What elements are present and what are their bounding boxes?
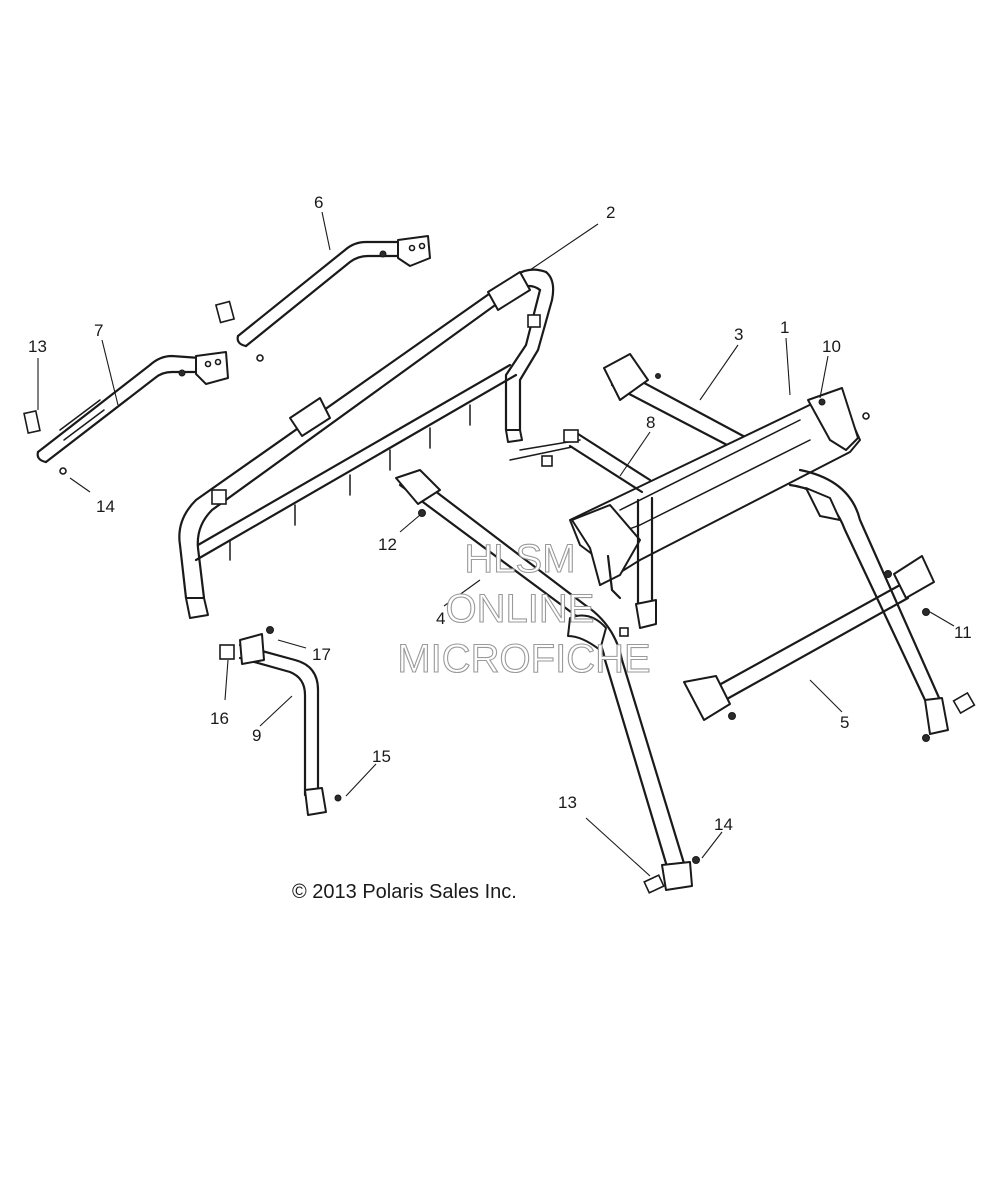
callout-5: 5	[840, 713, 849, 732]
callout-14-bottom: 14	[714, 815, 733, 834]
callout-16: 16	[210, 709, 229, 728]
callout-7: 7	[94, 321, 103, 340]
callouts: 6 2 3 1 10 7 13 14 8 12 4 11 5 17 16 9 1…	[28, 193, 972, 834]
callout-9: 9	[252, 726, 261, 745]
callout-2: 2	[606, 203, 615, 222]
part-8-front-brace	[541, 429, 657, 637]
bottom-hardware	[643, 856, 700, 894]
callout-17: 17	[312, 645, 331, 664]
copyright-text: © 2013 Polaris Sales Inc.	[292, 881, 517, 903]
watermark-line-2: ONLINE	[446, 587, 595, 631]
callout-11: 11	[954, 623, 972, 642]
watermark-line-1: HLSM	[464, 537, 575, 581]
part-right-pillar	[788, 468, 976, 742]
part-5-cross-bar	[683, 555, 935, 721]
watermark-line-3: MICROFICHE	[397, 637, 650, 681]
part-2-rear-frame	[178, 268, 555, 619]
callout-14-left: 14	[96, 497, 115, 516]
callout-13-bottom: 13	[558, 793, 577, 812]
part-6-upper-side-bar	[214, 235, 431, 362]
callout-3: 3	[734, 325, 743, 344]
part-9-lower-side-bar	[219, 626, 342, 816]
callout-13-left: 13	[28, 337, 47, 356]
watermark: HLSM ONLINE MICROFICHE	[397, 536, 651, 681]
callout-6: 6	[314, 193, 323, 212]
callout-12: 12	[378, 535, 397, 554]
callout-8: 8	[646, 413, 655, 432]
part-4-front-pillar	[395, 469, 693, 891]
leader-lines	[37, 211, 955, 877]
part-7-upper-side-bar	[23, 351, 229, 475]
callout-15: 15	[372, 747, 391, 766]
part-1-front-header	[509, 387, 870, 600]
callout-1: 1	[780, 318, 789, 337]
callout-10: 10	[822, 337, 841, 356]
callout-4: 4	[436, 609, 445, 628]
